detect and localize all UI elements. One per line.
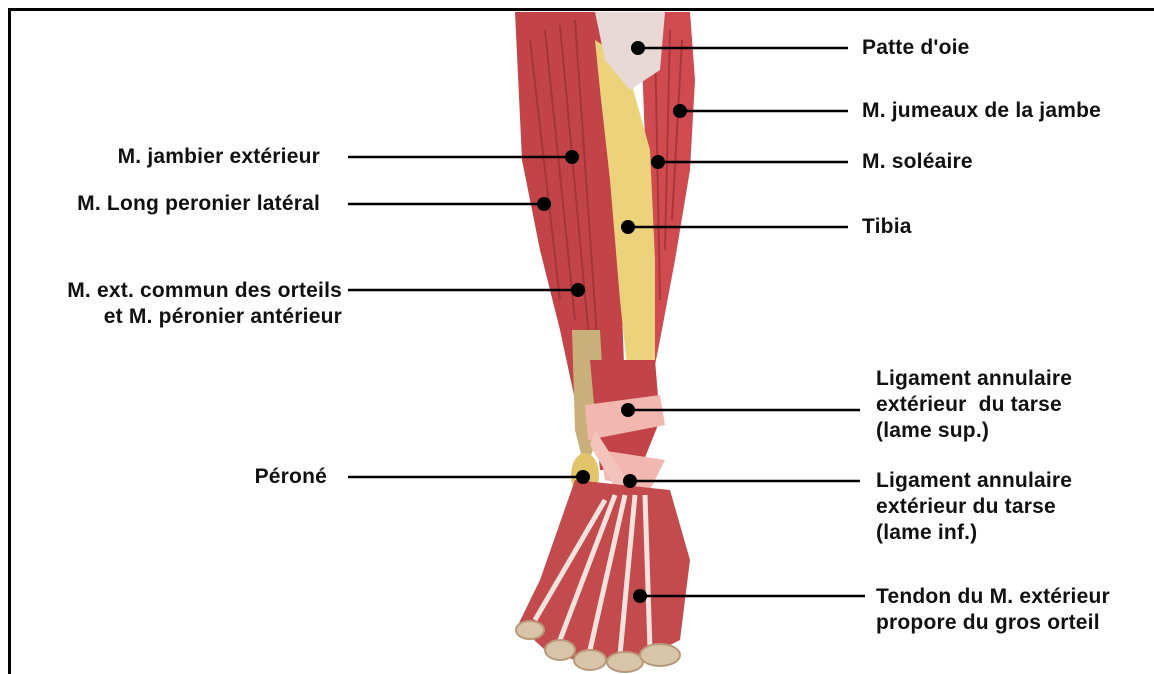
label-ligament-inf-line3: (lame inf.) xyxy=(876,520,1072,546)
label-tendon-line2: propore du gros orteil xyxy=(876,610,1110,636)
label-ext-commun-line1: M. ext. commun des orteils xyxy=(67,278,342,304)
label-jumeaux: M. jumeaux de la jambe xyxy=(862,98,1101,124)
label-tibia: Tibia xyxy=(862,214,912,240)
foot-muscles xyxy=(518,480,690,665)
label-ligament-inf-line1: Ligament annulaire xyxy=(876,468,1072,494)
label-patte-oie: Patte d'oie xyxy=(862,35,970,61)
label-ligament-sup-line1: Ligament annulaire xyxy=(876,366,1072,392)
label-soleaire: M. soléaire xyxy=(862,149,973,175)
label-ext-commun-line2: et M. péronier antérieur xyxy=(67,304,342,330)
label-ligament-sup-line2: extérieur du tarse xyxy=(876,392,1072,418)
label-ligament-inf-line2: extérieur du tarse xyxy=(876,494,1072,520)
label-ligament-sup: Ligament annulaire extérieur du tarse (l… xyxy=(876,366,1072,444)
leg-drawing xyxy=(515,12,695,672)
label-ext-commun: M. ext. commun des orteils et M. péronie… xyxy=(67,278,342,330)
label-ligament-sup-line3: (lame sup.) xyxy=(876,418,1072,444)
label-perone: Péroné xyxy=(255,464,327,490)
label-long-peronier: M. Long peronier latéral xyxy=(77,191,320,217)
label-ligament-inf: Ligament annulaire extérieur du tarse (l… xyxy=(876,468,1072,546)
label-jambier: M. jambier extérieur xyxy=(118,144,320,170)
label-tendon: Tendon du M. extérieur propore du gros o… xyxy=(876,584,1110,636)
label-tendon-line1: Tendon du M. extérieur xyxy=(876,584,1110,610)
